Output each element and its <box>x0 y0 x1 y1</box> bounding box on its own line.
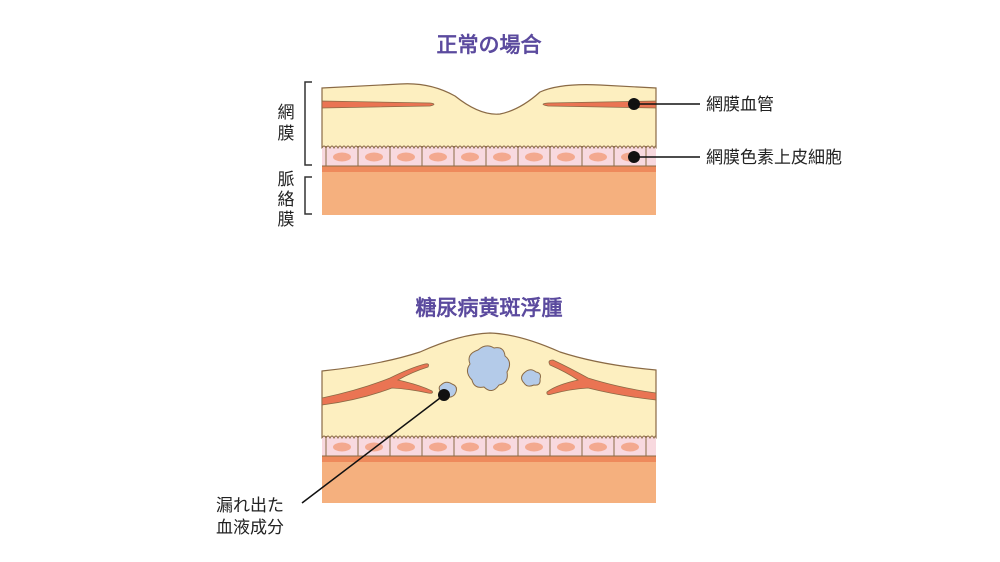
retinal-vessel-left <box>321 100 435 109</box>
cell-nucleus <box>461 442 479 452</box>
cell-nucleus <box>557 152 575 162</box>
retinal-vessel-right <box>546 359 657 401</box>
retina-label-1: 網 <box>278 103 295 123</box>
cell-nucleus <box>461 152 479 162</box>
bruch-membrane <box>322 165 656 172</box>
normal-title: 正常の場合 <box>437 33 543 57</box>
leak-label-1: 漏れ出た <box>216 496 284 516</box>
cell-nucleus <box>429 442 447 452</box>
cell-nucleus <box>333 152 351 162</box>
cell-nucleus <box>589 152 607 162</box>
cell-nucleus <box>365 152 383 162</box>
choroid-label-1: 脈 <box>278 170 295 190</box>
cell-nucleus <box>525 442 543 452</box>
retina-label-2: 膜 <box>278 124 295 144</box>
choroid-label-2: 絡 <box>278 190 295 210</box>
cell-row-background <box>322 148 656 166</box>
fluid-pool-large <box>466 345 511 391</box>
retinal-vessel-left <box>321 363 433 406</box>
cell-nucleus <box>333 442 351 452</box>
rpe-label: 網膜色素上皮細胞 <box>706 148 842 168</box>
choroid-bracket <box>304 176 312 215</box>
cell-nucleus <box>493 152 511 162</box>
cell-nucleus <box>429 152 447 162</box>
fluid-pool-small <box>521 369 541 387</box>
retina-bracket <box>304 81 312 166</box>
cell-nucleus <box>397 152 415 162</box>
retinal-vessel-right <box>542 100 657 109</box>
normal-panel: 正常の場合 網 膜 脈 絡 膜 網膜血管 網膜色素上皮細胞 <box>278 33 843 230</box>
cell-nucleus <box>525 152 543 162</box>
leak-callout-line <box>301 394 445 504</box>
edema-title: 糖尿病黄斑浮腫 <box>416 296 563 320</box>
microvilli-edge <box>321 145 657 150</box>
rpe-cell-row <box>321 435 657 457</box>
cell-nucleus <box>493 442 511 452</box>
bruch-membrane <box>322 455 656 462</box>
edema-panel: 糖尿病黄斑浮腫 漏れ出た 血液成分 <box>216 296 657 538</box>
vessel-label: 網膜血管 <box>706 95 774 115</box>
cell-nucleus <box>557 442 575 452</box>
rpe-cell-row <box>321 145 657 167</box>
choroid-layer <box>322 461 656 503</box>
cell-nucleus <box>397 442 415 452</box>
cell-nucleus <box>621 442 639 452</box>
leak-label-2: 血液成分 <box>216 518 284 538</box>
choroid-layer <box>322 171 656 215</box>
retina-layer <box>321 83 657 149</box>
cell-nucleus <box>589 442 607 452</box>
choroid-label-3: 膜 <box>278 210 295 230</box>
cell-row-background <box>322 438 656 456</box>
microvilli-edge <box>321 435 657 440</box>
